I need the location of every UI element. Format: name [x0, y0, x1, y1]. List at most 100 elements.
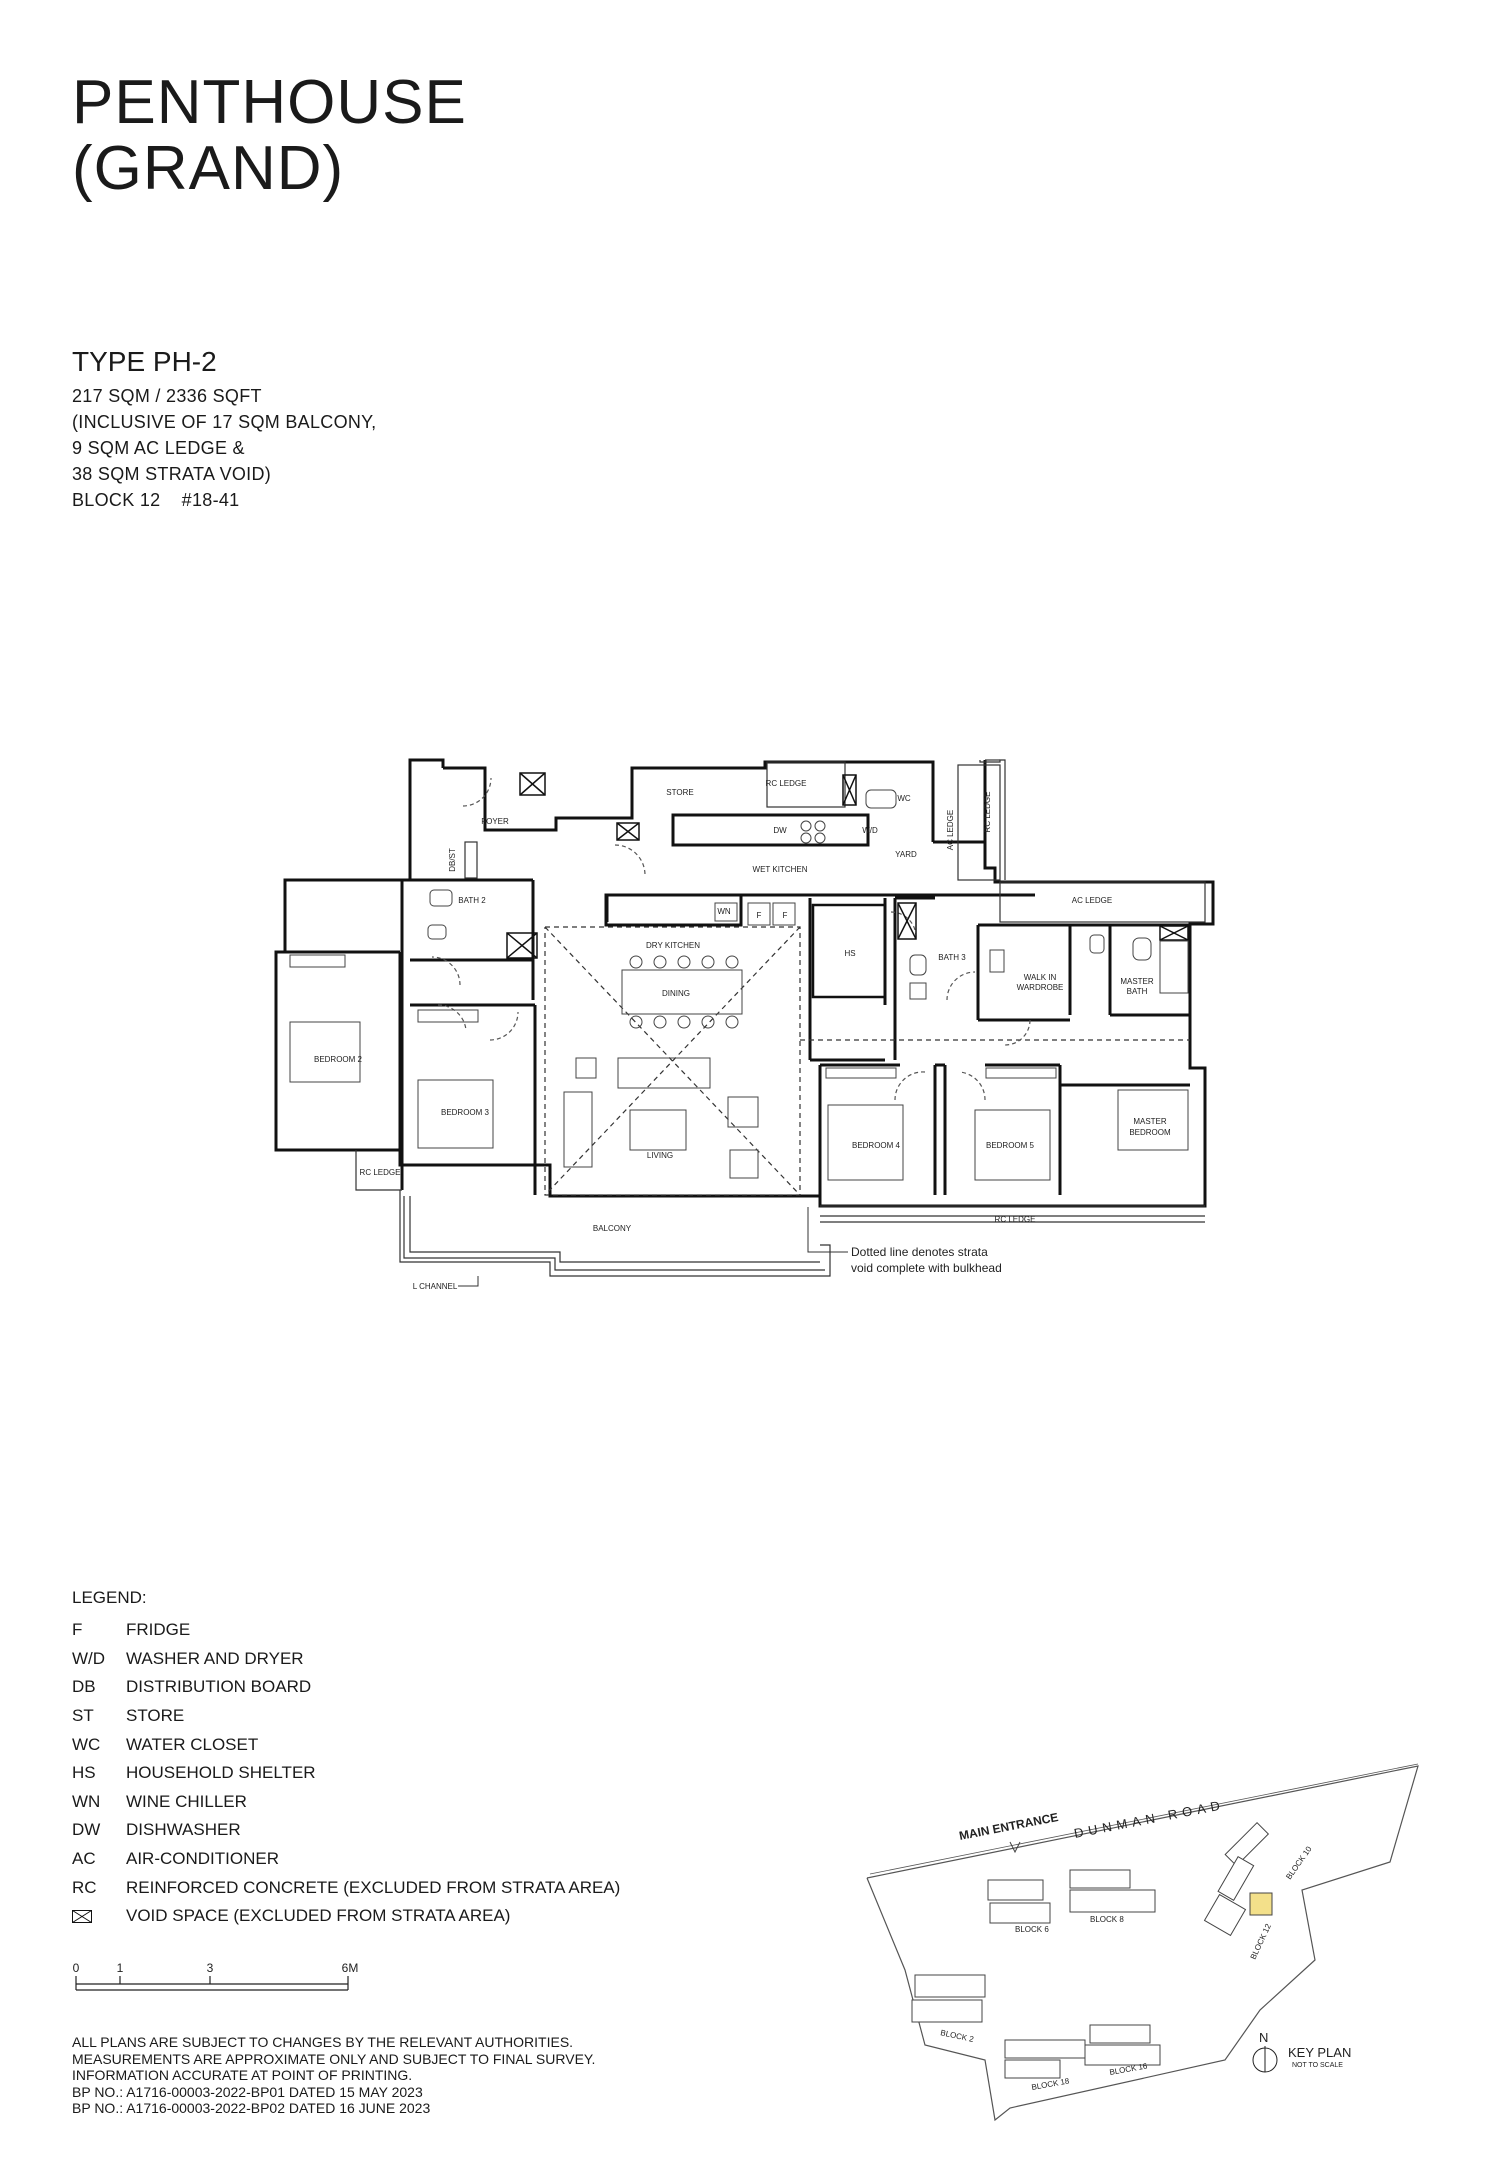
label-living: LIVING	[647, 1151, 673, 1160]
keyplan-block12: BLOCK 12	[1249, 1922, 1274, 1961]
label-l-channel: L CHANNEL	[413, 1282, 458, 1291]
disclaimer-notes: ALL PLANS ARE SUBJECT TO CHANGES BY THE …	[72, 2034, 595, 2117]
legend-abbr: ST	[72, 1706, 94, 1726]
label-yard: YARD	[895, 850, 917, 859]
keyplan-north: N	[1259, 2030, 1268, 2045]
label-bedroom2: BEDROOM 2	[314, 1055, 363, 1064]
upper-wall	[443, 760, 935, 842]
legend-item: W/D WASHER AND DRYER	[72, 1645, 620, 1674]
legend-item: VOID SPACE (EXCLUDED FROM STRATA AREA)	[72, 1902, 620, 1931]
legend-text: DISHWASHER	[126, 1820, 241, 1840]
keyplan-main-entrance: MAIN ENTRANCE	[958, 1810, 1059, 1843]
keyplan-block18: BLOCK 18	[1031, 2076, 1071, 2092]
label-walk-in-2: WARDROBE	[1017, 983, 1064, 992]
scale-tick-0: 0	[73, 1961, 80, 1975]
legend-text: AIR-CONDITIONER	[126, 1849, 279, 1869]
legend: LEGEND: F FRIDGE W/D WASHER AND DRYER DB DI…	[72, 1588, 620, 1931]
note-line: BP NO.: A1716-00003-2022-BP02 DATED 16 J…	[72, 2100, 431, 2116]
scale-tick-1: 1	[117, 1961, 124, 1975]
legend-abbr: DW	[72, 1820, 101, 1840]
label-wet-kitchen: WET KITCHEN	[753, 865, 808, 874]
label-walk-in-1: WALK IN	[1024, 973, 1057, 982]
site-boundary	[866, 1765, 1419, 2122]
legend-item: ST STORE	[72, 1702, 620, 1731]
label-master-bath-1: MASTER	[1120, 977, 1154, 986]
void-space-icon	[72, 1906, 126, 1926]
label-f2: F	[783, 911, 788, 920]
keyplan-block2: BLOCK 2	[940, 2028, 975, 2044]
label-balcony: BALCONY	[593, 1224, 632, 1233]
legend-text: VOID SPACE (EXCLUDED FROM STRATA AREA)	[126, 1906, 511, 1926]
label-store: STORE	[666, 788, 693, 797]
label-bedroom4: BEDROOM 4	[852, 1141, 901, 1150]
keyplan-subtitle: NOT TO SCALE	[1292, 2062, 1343, 2069]
legend-text: HOUSEHOLD SHELTER	[126, 1763, 316, 1783]
legend-title: LEGEND:	[72, 1588, 147, 1607]
label-master-bath-2: BATH	[1127, 987, 1148, 996]
keyplan-title: KEY PLAN	[1288, 2045, 1351, 2060]
note-line-2: void complete with bulkhead	[851, 1261, 1002, 1275]
legend-abbr: DB	[72, 1677, 96, 1697]
keyplan-block8: BLOCK 8	[1090, 1915, 1124, 1924]
label-bedroom3: BEDROOM 3	[441, 1108, 490, 1117]
legend-item: AC AIR-CONDITIONER	[72, 1845, 620, 1874]
scale-tick-6: 6M	[342, 1961, 359, 1975]
outer-wall	[274, 758, 1215, 1208]
legend-text: REINFORCED CONCRETE (EXCLUDED FROM STRAT…	[126, 1877, 621, 1897]
note-line: ALL PLANS ARE SUBJECT TO CHANGES BY THE …	[72, 2034, 574, 2050]
keyplan-block16: BLOCK 16	[1109, 2061, 1149, 2077]
legend-item: HS HOUSEHOLD SHELTER	[72, 1759, 620, 1788]
scale-tick-3: 3	[207, 1961, 214, 1975]
block-12-highlight	[1249, 1892, 1273, 1916]
unit-specs: TYPE PH-2 217 SQM / 2336 SQFT (INCLUSIVE…	[72, 345, 376, 513]
keyplan-block6: BLOCK 6	[1015, 1925, 1049, 1934]
floor-plan: FOYER DB/ST STORE RC LEDGE WC DW W/D YAR…	[274, 758, 1215, 1291]
unit-inclusive-2: 9 SQM AC LEDGE &	[72, 438, 245, 458]
note-line-1: Dotted line denotes strata	[851, 1245, 988, 1259]
legend-text: WASHER AND DRYER	[126, 1648, 304, 1668]
legend-abbr: W/D	[72, 1648, 106, 1668]
legend-text: DISTRIBUTION BOARD	[126, 1677, 312, 1697]
legend-text: WATER CLOSET	[126, 1734, 259, 1754]
label-wd: W/D	[862, 826, 878, 835]
unit-inclusive-3: 38 SQM STRATA VOID)	[72, 464, 272, 484]
label-rc-ledge-top: RC LEDGE	[766, 779, 807, 788]
legend-text: STORE	[126, 1706, 185, 1726]
yard-wall	[933, 762, 987, 844]
unit-type: TYPE PH-2	[72, 346, 217, 377]
legend-abbr: F	[72, 1620, 83, 1640]
note-line: BP NO.: A1716-00003-2022-BP01 DATED 15 M…	[72, 2083, 423, 2100]
label-rc-ledge-vertical: RC LEDGE	[983, 792, 992, 833]
legend-item: DW DISHWASHER	[72, 1816, 620, 1845]
legend-abbr: WN	[72, 1791, 101, 1811]
label-f1: F	[757, 911, 762, 920]
unit-inclusive-1: (INCLUSIVE OF 17 SQM BALCONY,	[72, 412, 377, 432]
legend-abbr: HS	[72, 1763, 96, 1783]
keyplan-block10: BLOCK 10	[1284, 1844, 1314, 1881]
label-dbst: DB/ST	[448, 848, 457, 872]
legend-item: F FRIDGE	[72, 1616, 620, 1645]
label-master-bedroom-2: BEDROOM	[1129, 1128, 1171, 1137]
label-bath3: BATH 3	[938, 953, 966, 962]
north-arrow-icon	[1252, 2046, 1278, 2073]
label-wc: WC	[897, 794, 911, 803]
legend-text: FRIDGE	[126, 1620, 191, 1640]
label-ac-ledge-vertical: AC LEDGE	[946, 810, 955, 850]
label-master-bedroom-1: MASTER	[1133, 1117, 1167, 1126]
label-wn: WN	[717, 907, 731, 916]
title-line-2: (GRAND)	[72, 134, 345, 203]
note-line: INFORMATION ACCURATE AT POINT OF PRINTIN…	[72, 2067, 413, 2083]
label-foyer: FOYER	[481, 817, 509, 826]
label-rc-ledge-left: RC LEDGE	[360, 1168, 401, 1177]
label-ac-ledge: AC LEDGE	[1072, 896, 1112, 905]
label-bath2: BATH 2	[458, 896, 486, 905]
unit-block: BLOCK 12 #18-41	[72, 490, 240, 510]
unit-area: 217 SQM / 2336 SQFT	[72, 386, 262, 406]
scale-bar: 0 1 3 6M	[73, 1961, 359, 1991]
note-line: MEASUREMENTS ARE APPROXIMATE ONLY AND SU…	[72, 2050, 596, 2067]
label-dw: DW	[773, 826, 787, 835]
legend-abbr: AC	[72, 1849, 96, 1869]
title-line-1: PENTHOUSE	[72, 68, 467, 137]
